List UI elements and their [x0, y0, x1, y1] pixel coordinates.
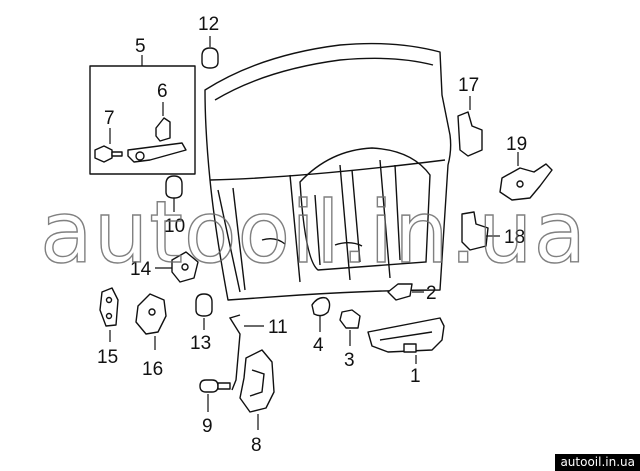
part-4-bumper — [311, 296, 331, 332]
part-11-rod — [228, 314, 264, 391]
callout-2: 2 — [426, 283, 437, 304]
back-door-panel — [204, 42, 452, 301]
part-12-cushion — [201, 36, 219, 69]
callout-9: 9 — [202, 416, 213, 437]
part-6-bracket — [155, 102, 171, 142]
part-2-lens — [387, 283, 424, 301]
callout-13: 13 — [190, 333, 211, 354]
part-10-bumper — [165, 175, 183, 212]
callout-15: 15 — [97, 347, 118, 368]
part-8-lock — [239, 349, 275, 430]
part-9-screw — [199, 379, 231, 412]
part-17-bracket — [457, 96, 483, 157]
part-15-hinge — [99, 287, 119, 342]
watermark-text: autooil.in.ua — [40, 183, 587, 283]
callout-1: 1 — [410, 366, 421, 387]
part-19-actuator — [499, 152, 553, 201]
part-14-hinge — [155, 251, 199, 283]
callout-labels: 1 2 3 4 5 6 7 8 9 10 11 12 13 14 15 16 1… — [97, 14, 527, 456]
callout-19: 19 — [506, 134, 527, 155]
callout-16: 16 — [142, 359, 163, 380]
footer-site-tag: autooil.in.ua — [555, 454, 640, 471]
callout-8: 8 — [251, 435, 262, 456]
part-3-clip — [339, 309, 361, 346]
callout-5: 5 — [135, 36, 146, 57]
callout-11: 11 — [268, 317, 288, 338]
part-16-hinge — [135, 293, 167, 350]
callout-18: 18 — [504, 227, 525, 248]
part-1-handle — [367, 317, 445, 364]
part-7-bolt — [94, 128, 123, 163]
callout-17: 17 — [458, 75, 479, 96]
part-13-bumper — [195, 293, 213, 330]
callout-6: 6 — [157, 81, 168, 102]
callout-12: 12 — [198, 14, 219, 35]
callout-7: 7 — [104, 108, 115, 129]
door-stay-in-group — [127, 142, 187, 163]
callout-14: 14 — [130, 259, 152, 280]
callout-3: 3 — [344, 350, 355, 371]
part-18-bracket — [461, 211, 500, 251]
callout-10: 10 — [164, 216, 185, 237]
callout-4: 4 — [313, 335, 324, 356]
